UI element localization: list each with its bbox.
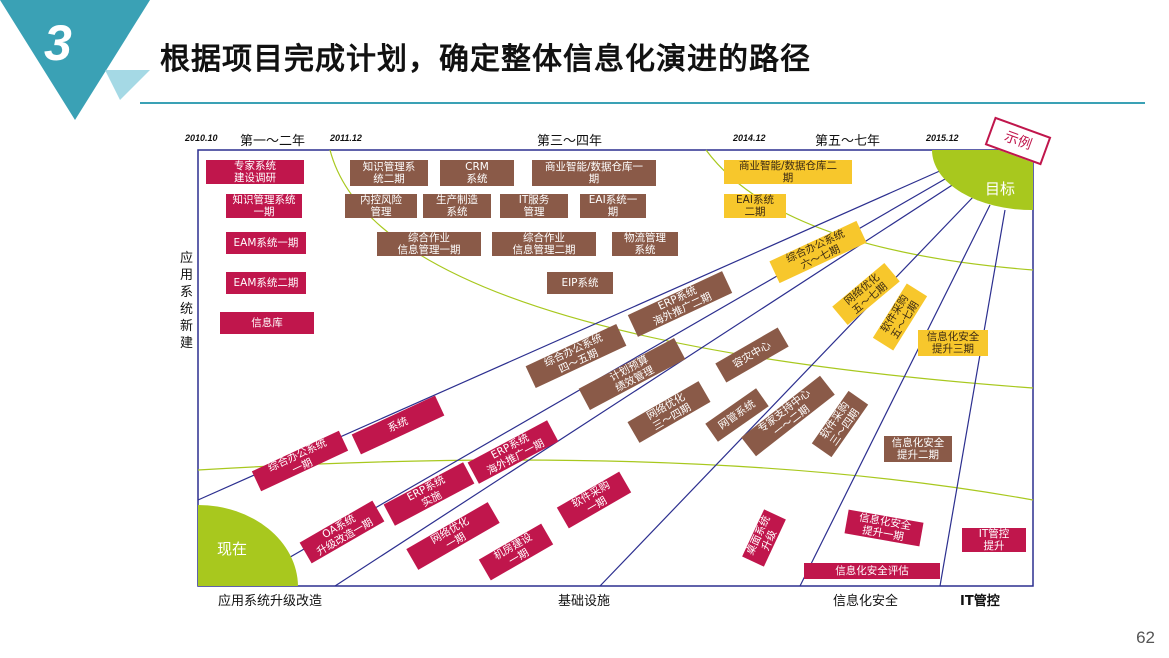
project-box: 信息化安全 提升三期 bbox=[918, 330, 988, 356]
section-badge bbox=[0, 0, 150, 120]
project-box: EAI系统 二期 bbox=[724, 194, 786, 218]
project-box: EIP系统 bbox=[547, 272, 613, 294]
project-box: 综合作业 信息管理一期 bbox=[377, 232, 481, 256]
project-box: 物流管理 系统 bbox=[612, 232, 678, 256]
bottom-axis-label: 应用系统升级改造 bbox=[218, 594, 323, 609]
section-number: 3 bbox=[44, 15, 72, 71]
bottom-axis-label: 信息化安全 bbox=[833, 594, 899, 609]
project-box: 专家系统 建设调研 bbox=[206, 160, 304, 184]
title-divider bbox=[140, 102, 1145, 104]
project-box: EAI系统一 期 bbox=[580, 194, 646, 218]
goal-quarter-circle bbox=[932, 150, 1033, 211]
date-label: 2014.12 bbox=[733, 133, 766, 143]
vertical-axis-label: 应用系统新建 bbox=[180, 251, 194, 351]
goal-label: 目标 bbox=[985, 180, 1016, 198]
project-box: CRM 系统 bbox=[440, 160, 514, 186]
project-box: EAM系统一期 bbox=[226, 232, 306, 254]
project-box: 商业智能/数据仓库一 期 bbox=[532, 160, 656, 186]
project-box: EAM系统二期 bbox=[226, 272, 306, 294]
project-box: 信息化安全 提升二期 bbox=[884, 436, 952, 462]
project-box: IT服务 管理 bbox=[500, 194, 568, 218]
badge-triangle bbox=[0, 0, 150, 120]
now-quarter-circle bbox=[198, 505, 298, 586]
diagram-frame bbox=[197, 149, 1034, 587]
project-box: 内控风险 管理 bbox=[345, 194, 417, 218]
date-label: 2011.12 bbox=[330, 133, 362, 143]
badge-accent bbox=[105, 70, 150, 100]
date-label: 2010.10 bbox=[185, 133, 218, 143]
phase-label: 第五～七年 bbox=[815, 134, 881, 149]
phase-label: 第一～二年 bbox=[240, 134, 306, 149]
bottom-axis-label: IT管控 bbox=[960, 594, 1000, 609]
ray-6 bbox=[939, 209, 1006, 587]
project-box: 生产制造 系统 bbox=[423, 194, 491, 218]
project-box: 知识管理系统 一期 bbox=[226, 194, 302, 218]
ray-3 bbox=[334, 179, 961, 587]
project-box: 信息库 bbox=[220, 312, 314, 334]
arc-lower bbox=[197, 459, 1034, 501]
page-number: 62 bbox=[1136, 628, 1155, 647]
project-box: 综合作业 信息管理二期 bbox=[492, 232, 596, 256]
project-box: IT管控 提升 bbox=[962, 528, 1026, 552]
now-label: 现在 bbox=[217, 540, 248, 558]
date-label: 2015.12 bbox=[926, 133, 959, 143]
page-title: 根据项目完成计划，确定整体信息化演进的路径 bbox=[160, 42, 811, 77]
bottom-axis-label: 基础设施 bbox=[558, 594, 611, 609]
ray-4 bbox=[599, 194, 976, 587]
project-box: 知识管理系 统二期 bbox=[350, 160, 428, 186]
project-box: 商业智能/数据仓库二 期 bbox=[724, 160, 852, 184]
ray-5 bbox=[799, 204, 991, 587]
phase-label: 第三～四年 bbox=[537, 134, 603, 149]
project-box: 信息化安全评估 bbox=[804, 563, 940, 579]
